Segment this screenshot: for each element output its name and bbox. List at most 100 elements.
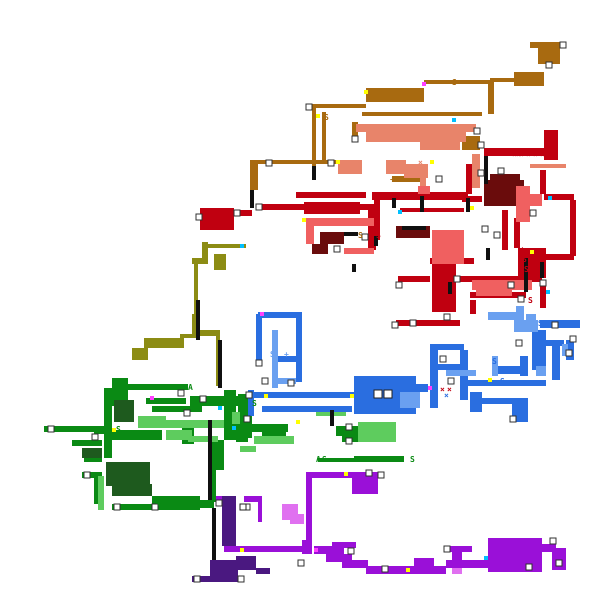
map-room <box>290 514 304 524</box>
map-room <box>320 232 344 244</box>
map-marker-plus: + <box>284 350 289 359</box>
map-room <box>256 568 270 574</box>
map-room-marker <box>529 209 537 217</box>
map-marker-save: S <box>376 231 381 240</box>
map-marker-cross: × <box>418 158 423 167</box>
map-room <box>420 140 460 150</box>
map-room <box>490 174 520 182</box>
map-marker-cross: × <box>533 150 538 159</box>
map-room <box>272 330 278 388</box>
map-room-marker <box>473 127 481 135</box>
map-room-marker <box>255 359 263 367</box>
map-room-marker <box>395 281 403 289</box>
map-room <box>362 112 482 116</box>
map-corridor <box>312 166 316 180</box>
save-room-icon <box>383 389 393 399</box>
map-marker-save: S <box>270 350 275 359</box>
map-room <box>166 430 192 440</box>
map-door <box>530 250 534 254</box>
map-door <box>422 82 426 86</box>
map-room <box>544 340 564 346</box>
map-room <box>514 72 544 86</box>
map-door <box>112 428 116 432</box>
map-room <box>232 412 240 424</box>
map-room <box>296 192 366 198</box>
map-room-marker <box>443 313 451 321</box>
map-room <box>82 448 102 458</box>
map-marker-plus: + <box>390 175 395 184</box>
map-room-marker <box>333 245 341 253</box>
map-room <box>302 540 312 554</box>
save-room-icon <box>239 503 247 511</box>
map-room-marker <box>477 141 485 149</box>
save-room-icon <box>373 389 383 399</box>
map-room-marker <box>517 295 525 303</box>
map-room <box>540 320 580 328</box>
map-marker-save: S <box>358 231 363 240</box>
map-room <box>234 210 252 216</box>
map-marker-plus: + <box>156 499 161 508</box>
map-room-marker <box>243 415 251 423</box>
map-room <box>304 202 360 214</box>
map-room <box>276 378 296 384</box>
map-door <box>430 160 434 164</box>
map-room <box>536 366 546 376</box>
map-room <box>488 82 494 114</box>
map-room-marker <box>439 355 447 363</box>
map-room <box>152 406 202 412</box>
map-room <box>424 80 490 84</box>
map-room <box>200 208 234 230</box>
map-room <box>530 164 566 168</box>
map-room <box>312 244 328 254</box>
map-room-marker <box>377 471 385 479</box>
map-room <box>112 484 152 496</box>
map-room <box>552 346 560 380</box>
map-room-marker <box>551 321 559 329</box>
map-room <box>262 406 352 412</box>
map-marker-save: S <box>116 425 121 434</box>
map-door <box>240 244 244 248</box>
map-room <box>152 496 200 510</box>
map-room <box>114 400 134 422</box>
map-room-marker <box>83 471 91 479</box>
map-room-marker <box>443 545 451 553</box>
map-room-marker <box>361 233 369 241</box>
map-marker-save: S <box>522 255 527 264</box>
map-room-marker <box>509 415 517 423</box>
map-room <box>322 112 326 162</box>
map-marker-save: S <box>500 377 505 386</box>
map-room <box>352 478 378 494</box>
map-room <box>250 164 258 190</box>
map-corridor <box>466 198 470 212</box>
map-room-marker <box>193 575 201 583</box>
map-room <box>106 462 150 486</box>
map-room-marker <box>195 213 203 221</box>
map-room-marker <box>151 503 159 511</box>
map-corridor <box>352 264 356 272</box>
map-marker-save: S <box>372 403 377 412</box>
map-marker-save: S <box>492 357 497 366</box>
map-room <box>452 568 462 574</box>
map-room <box>222 496 236 546</box>
map-room <box>432 264 456 312</box>
map-room <box>516 306 524 320</box>
map-room <box>466 380 546 386</box>
map-room <box>400 392 420 408</box>
map-corridor <box>374 236 378 246</box>
map-corridor <box>486 248 490 260</box>
map-room <box>514 218 520 248</box>
map-room <box>188 436 218 442</box>
map-door <box>350 394 354 398</box>
map-room-marker <box>237 575 245 583</box>
map-marker-plus: + <box>520 245 525 254</box>
map-room <box>490 78 514 82</box>
map-room <box>250 160 358 164</box>
map-marker-cross: × <box>526 150 531 159</box>
map-room-marker <box>381 565 389 573</box>
map-room-marker <box>245 391 253 399</box>
map-room <box>130 470 138 484</box>
map-room <box>462 136 480 150</box>
map-room <box>484 148 544 156</box>
